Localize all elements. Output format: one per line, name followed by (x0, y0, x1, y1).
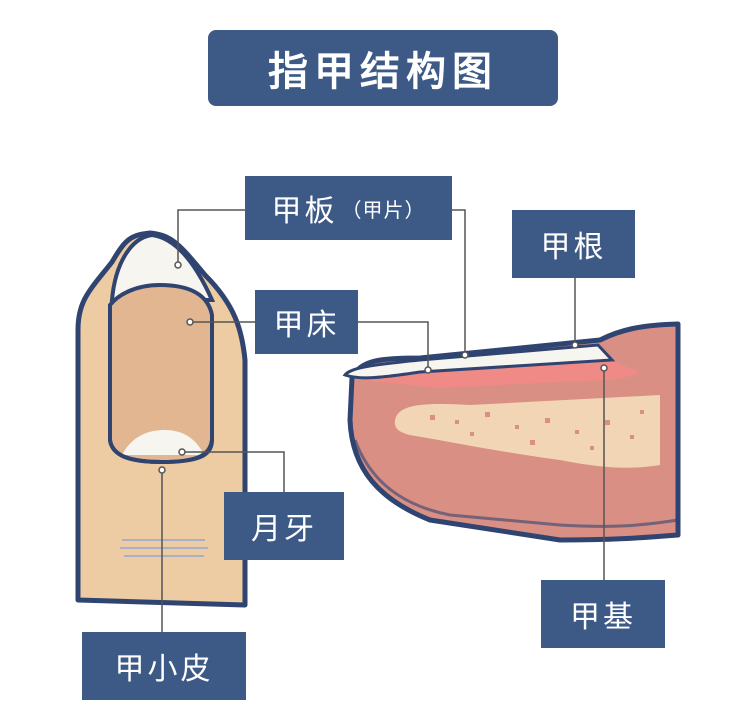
leader-dot-cuticle (158, 466, 166, 474)
diagram-title-box: 指甲结构图 (208, 30, 558, 106)
label-nail-matrix: 甲基 (541, 580, 665, 648)
leader-dot-nail-root (571, 341, 579, 349)
leader-dot-nail-bed-right (424, 366, 432, 374)
cuticle-line (108, 439, 214, 465)
label-nail-bed-text: 甲床 (273, 308, 340, 343)
side-bottom-contour (353, 439, 679, 528)
label-nail-plate: 甲板 （甲片） (245, 176, 452, 240)
label-lunula: 月牙 (224, 492, 344, 560)
label-nail-plate-subtext: （甲片） (341, 197, 426, 222)
leader-lines (158, 209, 608, 632)
leader-lunula (182, 451, 285, 492)
label-nail-matrix-text: 甲基 (570, 600, 636, 635)
leader-dot-nail-bed-left (186, 318, 194, 326)
leader-dot-nail-matrix (600, 364, 608, 372)
leader-dot-nail-plate (174, 261, 182, 269)
label-nail-root: 甲根 (512, 210, 635, 278)
leader-nail-plate-right (452, 209, 466, 355)
leader-nail-bed-right (358, 321, 429, 370)
label-lunula-text: 月牙 (251, 512, 317, 547)
leader-dot-nail-plate-right (461, 351, 469, 359)
leader-dot-lunula (178, 448, 186, 456)
label-nail-root-text: 甲根 (540, 230, 607, 265)
tissue-dots (430, 410, 644, 450)
finger-side-view (342, 321, 681, 543)
label-nail-plate-text: 甲板 (271, 194, 338, 229)
label-cuticle: 甲小皮 (82, 632, 246, 700)
diagram-title: 指甲结构图 (268, 49, 498, 95)
finger-top-view (75, 230, 248, 608)
label-cuticle-text: 甲小皮 (114, 652, 214, 687)
leader-nail-plate-left (177, 209, 245, 265)
label-nail-bed: 甲床 (255, 290, 358, 354)
nail-free-edge (109, 232, 216, 302)
side-nail-plate (342, 343, 616, 380)
